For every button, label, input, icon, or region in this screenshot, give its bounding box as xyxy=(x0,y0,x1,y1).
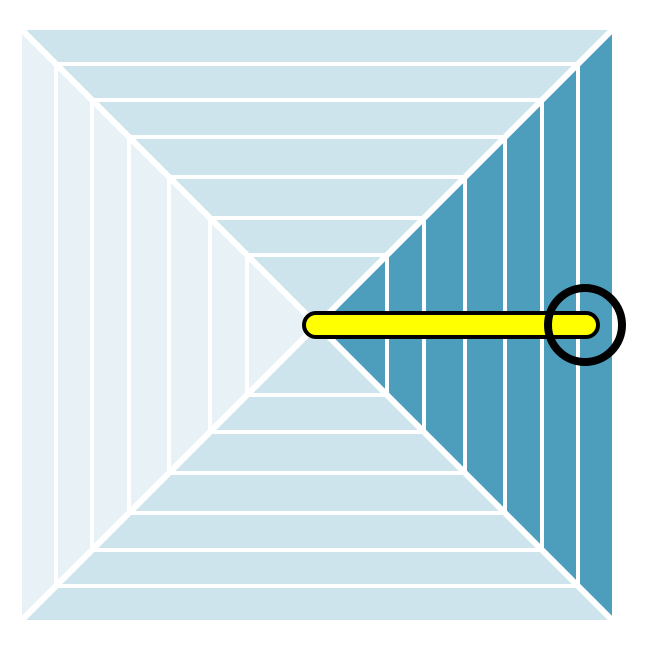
bar-pointer-icon xyxy=(302,311,600,339)
circle-target-icon[interactable] xyxy=(544,284,626,366)
